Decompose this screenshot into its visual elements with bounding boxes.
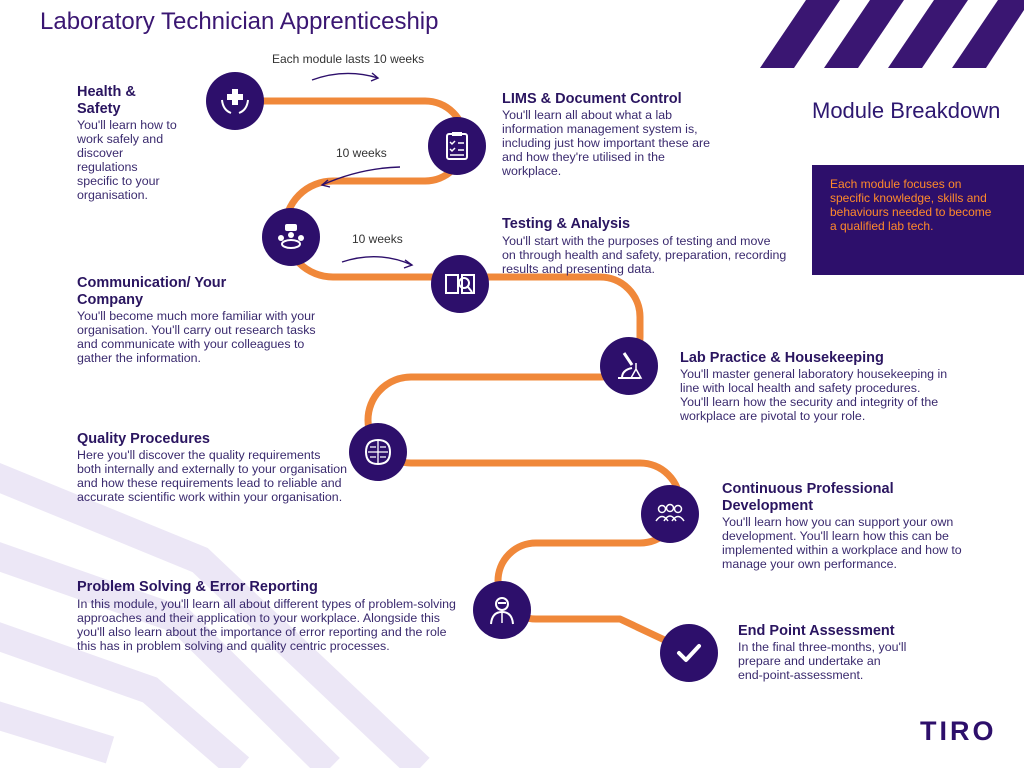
module-title: Health & Safety: [77, 84, 136, 117]
duration-note: 10 weeks: [352, 232, 403, 246]
brain-circuit-icon: [364, 438, 392, 466]
module-description: You'll learn how to work safely and disc…: [77, 118, 177, 202]
corner-stripes: [760, 0, 1024, 68]
quality-node: [349, 423, 407, 481]
module-title: LIMS & Document Control: [502, 91, 682, 107]
problem-solving-node: [473, 581, 531, 639]
communication-node: [262, 208, 320, 266]
module-title: Quality Procedures: [77, 431, 210, 447]
tiro-logo: TIRO: [920, 716, 997, 746]
module-description: Here you'll discover the quality require…: [77, 448, 348, 504]
module-description: In this module, you'll learn all about d…: [77, 597, 456, 653]
module-title: Problem Solving & Error Reporting: [77, 579, 318, 595]
module-description: You'll learn all about what a lab inform…: [502, 108, 711, 178]
module-description: You'll become much more familiar with yo…: [77, 309, 316, 365]
module-description: You'll start with the purposes of testin…: [502, 234, 787, 276]
duration-note: 10 weeks: [336, 146, 387, 160]
module-title: Continuous Professional Development: [722, 481, 894, 514]
end-point-node: [660, 624, 718, 682]
module-title: End Point Assessment: [738, 623, 895, 639]
side-info-text: Each module focuses on specific knowledg…: [830, 177, 992, 233]
people-group-icon: [655, 503, 685, 522]
microscope-flask-icon: [618, 352, 643, 379]
checkmark-icon: [677, 644, 701, 662]
module-description: You'll learn how you can support your ow…: [722, 515, 962, 571]
scientist-icon: [490, 597, 514, 625]
side-info-box: [812, 165, 1024, 275]
cpd-node: [641, 485, 699, 543]
module-title: Communication/ Your Company: [77, 275, 227, 308]
lims-node: [428, 117, 486, 175]
module-title: Lab Practice & Housekeeping: [680, 350, 884, 366]
meeting-group-icon: [278, 224, 304, 249]
book-magnifier-icon: [445, 274, 475, 294]
module-description: In the final three-months, you'll prepar…: [738, 640, 907, 682]
side-heading: Module Breakdown: [812, 98, 1001, 123]
module-title: Testing & Analysis: [502, 216, 631, 232]
lab-practice-node: [600, 337, 658, 395]
hands-medical-cross-icon: [221, 89, 249, 114]
health-safety-node: [206, 72, 264, 130]
duration-note: Each module lasts 10 weeks: [272, 52, 425, 66]
module-description: You'll master general laboratory houseke…: [680, 367, 948, 423]
page-title: Laboratory Technician Apprenticeship: [40, 8, 439, 35]
testing-node: [431, 255, 489, 313]
clipboard-checklist-icon: [446, 132, 468, 160]
